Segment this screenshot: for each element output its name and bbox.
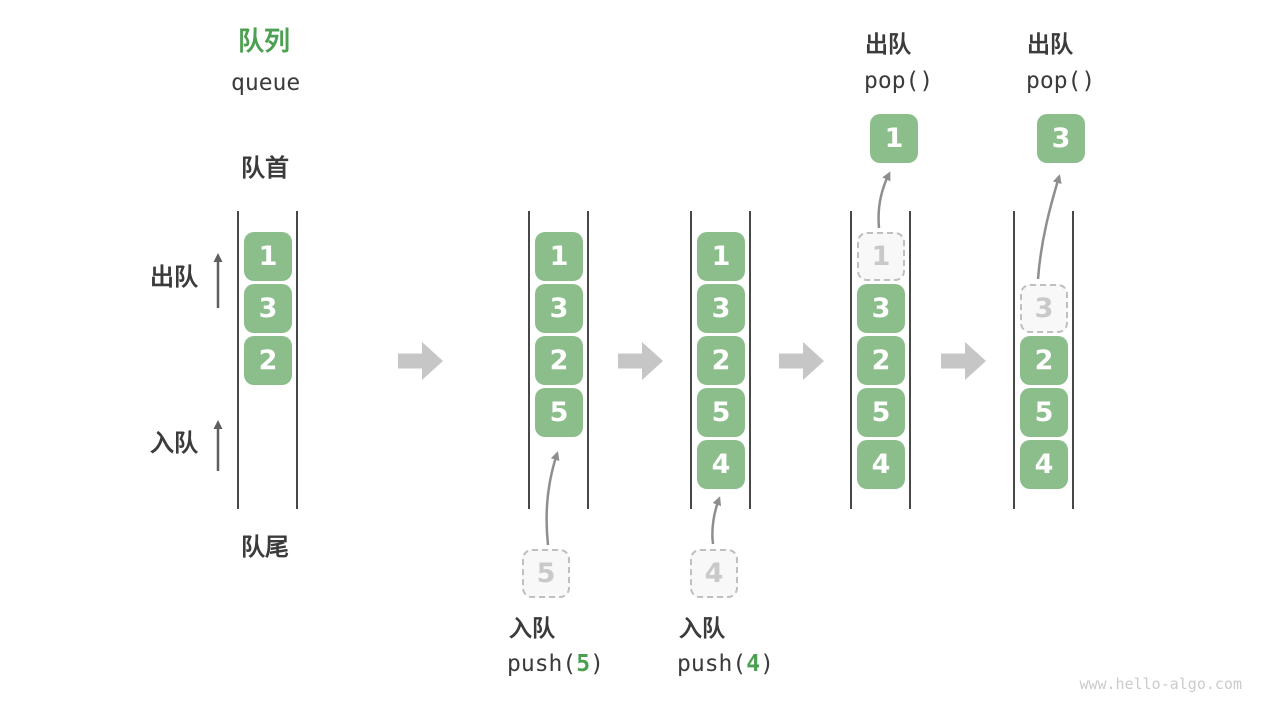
code-arg: 5: [576, 651, 591, 677]
popped-box: 1: [870, 114, 918, 163]
code-close: ): [590, 651, 604, 677]
pop-annotation-label: 出队: [865, 32, 911, 58]
transition-arrow-icon: [941, 342, 986, 380]
queue-box: 2: [857, 336, 905, 385]
code-fn: push(: [507, 651, 577, 677]
queue-box: 4: [1020, 440, 1068, 489]
transition-arrow-icon: [779, 342, 824, 380]
label-queue-rear: 队尾: [241, 533, 289, 561]
label-enqueue: 入队: [150, 429, 198, 457]
label-dequeue: 出队: [150, 263, 198, 291]
queue-box: 2: [697, 336, 745, 385]
popped-box: 3: [1037, 114, 1085, 163]
queue-box: 5: [697, 388, 745, 437]
pop-annotation-code: pop(): [864, 68, 934, 94]
queue-walls: [850, 211, 911, 509]
queue-box: 3: [244, 284, 292, 333]
queue-box: 4: [857, 440, 905, 489]
queue-box: 4: [697, 440, 745, 489]
queue-box: 5: [857, 388, 905, 437]
queue-walls: [528, 211, 589, 509]
queue-box: 3: [535, 284, 583, 333]
code-fn: push(: [677, 651, 747, 677]
pop-annotation-code: pop(): [1026, 68, 1096, 94]
queue-box: 5: [1020, 388, 1068, 437]
push-annotation-code: push(5): [507, 651, 604, 677]
transition-arrow-icon: [398, 342, 443, 380]
ghost-box: 1: [857, 232, 905, 281]
queue-box: 2: [535, 336, 583, 385]
queue-box: 1: [535, 232, 583, 281]
ghost-box: 3: [1020, 284, 1068, 333]
watermark: www.hello-algo.com: [1079, 675, 1242, 693]
push-annotation-code: push(4): [677, 651, 774, 677]
push-annotation-label: 入队: [509, 616, 555, 642]
pop-annotation-label: 出队: [1027, 32, 1073, 58]
queue-box: 2: [1020, 336, 1068, 385]
push-annotation-label: 入队: [679, 616, 725, 642]
queue-walls: [690, 211, 751, 509]
queue-box: 5: [535, 388, 583, 437]
queue-box: 1: [244, 232, 292, 281]
queue-walls: [237, 211, 298, 509]
page-title: 队列: [238, 27, 291, 57]
queue-walls: [1013, 211, 1074, 509]
queue-box: 3: [697, 284, 745, 333]
incoming-box: 5: [522, 549, 570, 598]
code-arg: 4: [746, 651, 761, 677]
label-queue-front: 队首: [241, 154, 289, 182]
incoming-box: 4: [690, 549, 738, 598]
page-subtitle: queue: [231, 70, 301, 96]
code-close: ): [760, 651, 774, 677]
transition-arrow-icon: [618, 342, 663, 380]
queue-box: 2: [244, 336, 292, 385]
queue-box: 1: [697, 232, 745, 281]
queue-box: 3: [857, 284, 905, 333]
